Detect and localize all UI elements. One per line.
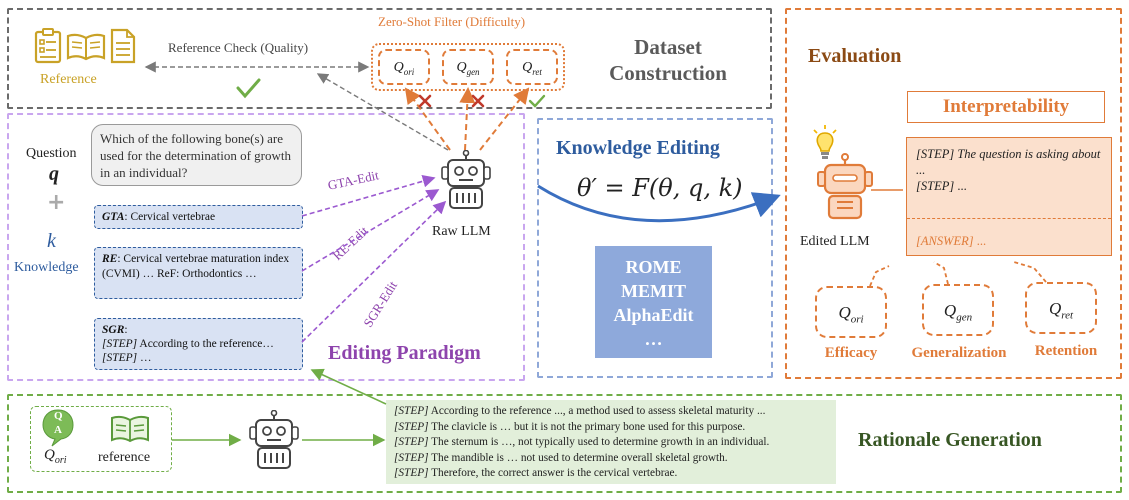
qa-input-box bbox=[30, 406, 172, 472]
zero-shot-filter-label: Zero-Shot Filter (Difficulty) bbox=[378, 14, 526, 29]
rationale-steps-box: [STEP] According to the reference ..., a… bbox=[386, 400, 836, 484]
qa-bubble-icon bbox=[42, 409, 74, 447]
reference-label: Reference bbox=[40, 72, 97, 87]
document-icon bbox=[110, 28, 136, 64]
rationale-q-ori: Qori bbox=[44, 447, 67, 466]
edited-robot-icon bbox=[817, 153, 873, 220]
method-rome: ROME bbox=[625, 257, 682, 277]
dataset-construction-title: Dataset Construction bbox=[609, 35, 727, 85]
filter-q-ret: Qret bbox=[506, 49, 558, 85]
book-icon bbox=[66, 33, 106, 61]
question-symbol: q bbox=[49, 163, 59, 185]
rationale-step-1: [STEP] According to the reference ..., a… bbox=[394, 405, 766, 417]
reference-book-icon bbox=[111, 415, 149, 443]
methods-box: ROME MEMIT AlphaEdit … bbox=[595, 246, 712, 358]
knowledge-label: Knowledge bbox=[14, 260, 79, 275]
eval-q-gen: Qgen bbox=[922, 284, 994, 336]
rationale-step-4: [STEP] The mandible is … not used to det… bbox=[394, 451, 728, 464]
sgr-card: SGR: [STEP] According to the reference… … bbox=[94, 318, 303, 370]
question-bubble: Which of the following bone(s) are used … bbox=[91, 124, 302, 186]
rationale-step-5: [STEP] Therefore, the correct answer is … bbox=[394, 467, 678, 480]
knowledge-symbol: k bbox=[47, 230, 56, 252]
re-card: RE: Cervical vertebrae maturation index … bbox=[94, 247, 303, 299]
efficacy-label: Efficacy bbox=[824, 345, 878, 361]
question-text: Which of the following bone(s) are used … bbox=[100, 131, 291, 180]
method-memit: MEMIT bbox=[621, 281, 686, 301]
evaluation-title: Evaluation bbox=[808, 45, 902, 67]
knowledge-editing-panel bbox=[537, 118, 773, 378]
editing-paradigm-title: Editing Paradigm bbox=[328, 342, 481, 364]
rationale-generation-panel bbox=[7, 394, 1122, 493]
filter-q-gen: Qgen bbox=[442, 49, 494, 85]
plus-symbol: + bbox=[47, 190, 66, 215]
clipboard-icon bbox=[34, 28, 62, 64]
lightbulb-icon bbox=[813, 125, 837, 159]
eval-q-ori: Qori bbox=[815, 286, 887, 338]
knowledge-editing-title: Knowledge Editing bbox=[556, 137, 720, 159]
interpretability-output: [STEP] The question is asking about ... … bbox=[906, 137, 1112, 256]
eval-q-ret: Qret bbox=[1025, 282, 1097, 334]
retention-label: Retention bbox=[1034, 343, 1098, 359]
raw-llm-label: Raw LLM bbox=[432, 224, 491, 239]
rationale-step-3: [STEP] The sternum is …, not typically u… bbox=[394, 436, 770, 449]
rationale-step-2: [STEP] The clavicle is … but it is not t… bbox=[394, 420, 746, 433]
gta-card: GTA: Cervical vertebrae bbox=[94, 205, 303, 229]
rationale-generation-title: Rationale Generation bbox=[858, 429, 1042, 451]
interpretability-label: Interpretability bbox=[907, 91, 1105, 123]
rationale-robot-icon bbox=[249, 410, 299, 469]
edited-llm-label: Edited LLM bbox=[800, 234, 870, 249]
editing-formula: θ′ = F(θ, q, k) bbox=[577, 174, 743, 202]
question-label: Question bbox=[26, 146, 77, 161]
qa-icon-q: Q bbox=[54, 410, 63, 422]
filter-q-ori: Qori bbox=[378, 49, 430, 85]
method-more: … bbox=[644, 329, 663, 349]
generalization-label: Generalization bbox=[911, 345, 1007, 361]
rationale-reference-label: reference bbox=[98, 450, 151, 465]
method-alphaedit: AlphaEdit bbox=[613, 305, 694, 325]
qa-icon-a: A bbox=[54, 424, 62, 436]
robot-icon bbox=[441, 150, 491, 209]
reference-check-label: Reference Check (Quality) bbox=[168, 40, 309, 55]
evaluation-panel bbox=[785, 8, 1122, 379]
editing-paradigm-panel bbox=[7, 113, 525, 381]
